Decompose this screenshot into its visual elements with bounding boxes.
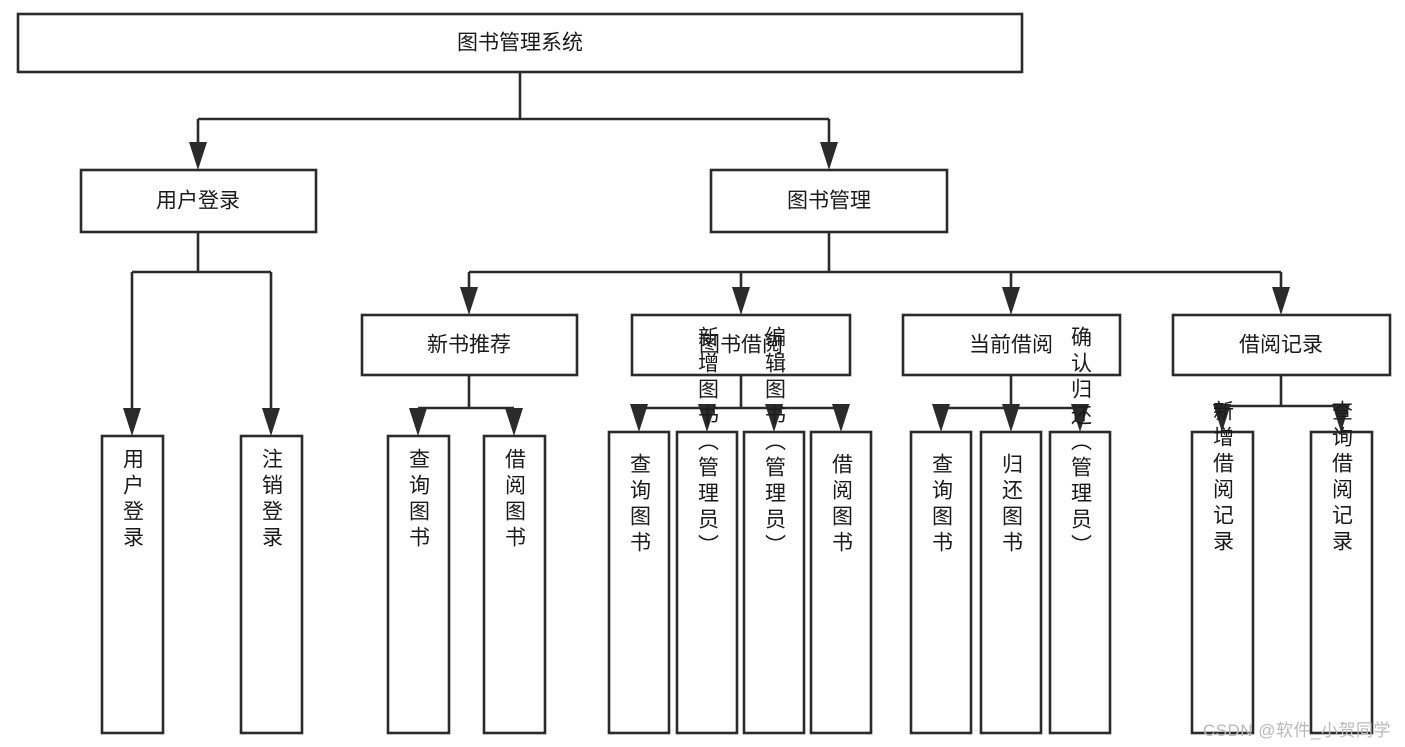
leaf-user-login-0[interactable]: 用户登录 bbox=[100, 434, 165, 735]
node-current-borrow[interactable]: 当前借阅 bbox=[901, 313, 1122, 377]
node-book-borrow-box[interactable] bbox=[630, 313, 852, 377]
leaf-current-borrow-0-label: 查询图书 bbox=[930, 453, 954, 557]
arrow-head-current-borrow bbox=[1002, 287, 1020, 315]
node-user-login-label: 用户登录 bbox=[156, 190, 240, 213]
leaf-current-borrow-0[interactable]: 查询图书 bbox=[909, 430, 973, 735]
leaf-current-borrow-1-label: 归还图书 bbox=[1000, 453, 1024, 557]
node-current-borrow-box[interactable] bbox=[901, 313, 1122, 377]
arrow-head-book-borrow-leaf-2 bbox=[765, 404, 783, 432]
leaf-current-borrow-2-label: 确认归还（管理员） bbox=[1069, 326, 1093, 560]
node-current-borrow-label: 当前借阅 bbox=[969, 334, 1053, 357]
leaf-borrow-record-1-label: 查询借阅记录 bbox=[1330, 400, 1354, 556]
leaf-current-borrow-2-box[interactable] bbox=[1048, 430, 1112, 735]
node-root-label: 图书管理系统 bbox=[457, 32, 583, 55]
leaf-book-borrow-1[interactable]: 新增图书（管理员） bbox=[675, 326, 739, 735]
connector-layer bbox=[123, 72, 1350, 436]
leaf-book-borrow-0-box[interactable] bbox=[607, 430, 671, 735]
leaf-book-borrow-0-label: 查询图书 bbox=[628, 453, 652, 557]
arrow-head-new-book-rec-leaf-1 bbox=[505, 408, 523, 436]
arrow-head-current-borrow-leaf-2 bbox=[1071, 404, 1089, 432]
leaf-book-borrow-1-box[interactable] bbox=[675, 430, 739, 735]
node-new-book-rec-label: 新书推荐 bbox=[427, 334, 511, 357]
leaf-new-book-rec-0-box[interactable] bbox=[386, 434, 451, 735]
node-borrow-record-box[interactable] bbox=[1171, 313, 1392, 377]
node-root-box[interactable] bbox=[16, 12, 1024, 74]
node-new-book-rec[interactable]: 新书推荐 bbox=[360, 313, 579, 377]
leaf-new-book-rec-1-label: 借阅图书 bbox=[503, 448, 527, 552]
leaf-user-login-0-label: 用户登录 bbox=[121, 448, 145, 552]
leaf-borrow-record-0[interactable]: 新增借阅记录 bbox=[1190, 400, 1255, 735]
leaf-borrow-record-1[interactable]: 查询借阅记录 bbox=[1309, 400, 1374, 735]
leaf-user-login-0-box[interactable] bbox=[100, 434, 165, 735]
arrow-head-new-book-rec-leaf-0 bbox=[409, 408, 427, 436]
arrow-head-user-login bbox=[189, 142, 207, 170]
arrow-head-new-book-rec bbox=[460, 287, 478, 315]
leaf-book-borrow-3-box[interactable] bbox=[809, 430, 873, 735]
node-user-login[interactable]: 用户登录 bbox=[79, 168, 318, 234]
arrow-head-current-borrow-leaf-0 bbox=[932, 404, 950, 432]
leaf-current-borrow-1-box[interactable] bbox=[979, 430, 1043, 735]
leaf-new-book-rec-1[interactable]: 借阅图书 bbox=[482, 434, 547, 735]
node-book-manage[interactable]: 图书管理 bbox=[709, 168, 949, 234]
leaf-current-borrow-0-box[interactable] bbox=[909, 430, 973, 735]
node-book-manage-label: 图书管理 bbox=[787, 190, 871, 213]
arrow-head-current-borrow-leaf-1 bbox=[1002, 404, 1020, 432]
arrow-head-book-borrow-leaf-3 bbox=[832, 404, 850, 432]
node-borrow-record[interactable]: 借阅记录 bbox=[1171, 313, 1392, 377]
leaf-borrow-record-0-box[interactable] bbox=[1190, 430, 1255, 735]
leaf-new-book-rec-0[interactable]: 查询图书 bbox=[386, 434, 451, 735]
arrow-head-user-login-leaf-0 bbox=[123, 408, 141, 436]
node-book-borrow[interactable]: 图书借阅 bbox=[630, 313, 852, 377]
arrow-head-book-manage bbox=[820, 142, 838, 170]
arrow-head-book-borrow-leaf-0 bbox=[630, 404, 648, 432]
leaf-book-borrow-0[interactable]: 查询图书 bbox=[607, 430, 671, 735]
node-book-borrow-label: 图书借阅 bbox=[699, 334, 783, 357]
leaf-book-borrow-3[interactable]: 借阅图书 bbox=[809, 430, 873, 735]
node-book-manage-box[interactable] bbox=[709, 168, 949, 234]
leaf-book-borrow-2-box[interactable] bbox=[742, 430, 806, 735]
leaf-book-borrow-2[interactable]: 编辑图书（管理员） bbox=[742, 326, 806, 735]
leaf-user-login-1-label: 注销登录 bbox=[260, 448, 284, 552]
arrow-head-book-borrow-leaf-1 bbox=[698, 404, 716, 432]
leaf-new-book-rec-1-box[interactable] bbox=[482, 434, 547, 735]
leaf-borrow-record-0-label: 新增借阅记录 bbox=[1211, 400, 1235, 556]
watermark-text: CSDN @软件_小贺同学 bbox=[1202, 721, 1391, 740]
leaf-user-login-1-box[interactable] bbox=[239, 434, 304, 735]
node-new-book-rec-box[interactable] bbox=[360, 313, 579, 377]
leaf-new-book-rec-0-label: 查询图书 bbox=[407, 448, 431, 552]
leaf-book-borrow-2-label: 编辑图书（管理员） bbox=[763, 326, 787, 560]
node-root[interactable]: 图书管理系统 bbox=[16, 12, 1024, 74]
arrow-head-borrow-record bbox=[1272, 287, 1290, 315]
node-user-login-box[interactable] bbox=[79, 168, 318, 234]
leaf-current-borrow-2[interactable]: 确认归还（管理员） bbox=[1048, 326, 1112, 735]
leaf-book-borrow-3-label: 借阅图书 bbox=[830, 453, 854, 557]
node-borrow-record-label: 借阅记录 bbox=[1239, 334, 1323, 357]
arrow-head-borrow-record-leaf-0 bbox=[1213, 404, 1231, 432]
leaf-user-login-1[interactable]: 注销登录 bbox=[239, 434, 304, 735]
arrow-head-borrow-record-leaf-1 bbox=[1332, 404, 1350, 432]
leaf-current-borrow-1[interactable]: 归还图书 bbox=[979, 430, 1043, 735]
arrow-head-book-borrow bbox=[732, 287, 750, 315]
leaf-borrow-record-1-box[interactable] bbox=[1309, 430, 1374, 735]
arrow-head-user-login-leaf-1 bbox=[262, 408, 280, 436]
leaf-book-borrow-1-label: 新增图书（管理员） bbox=[696, 326, 720, 560]
